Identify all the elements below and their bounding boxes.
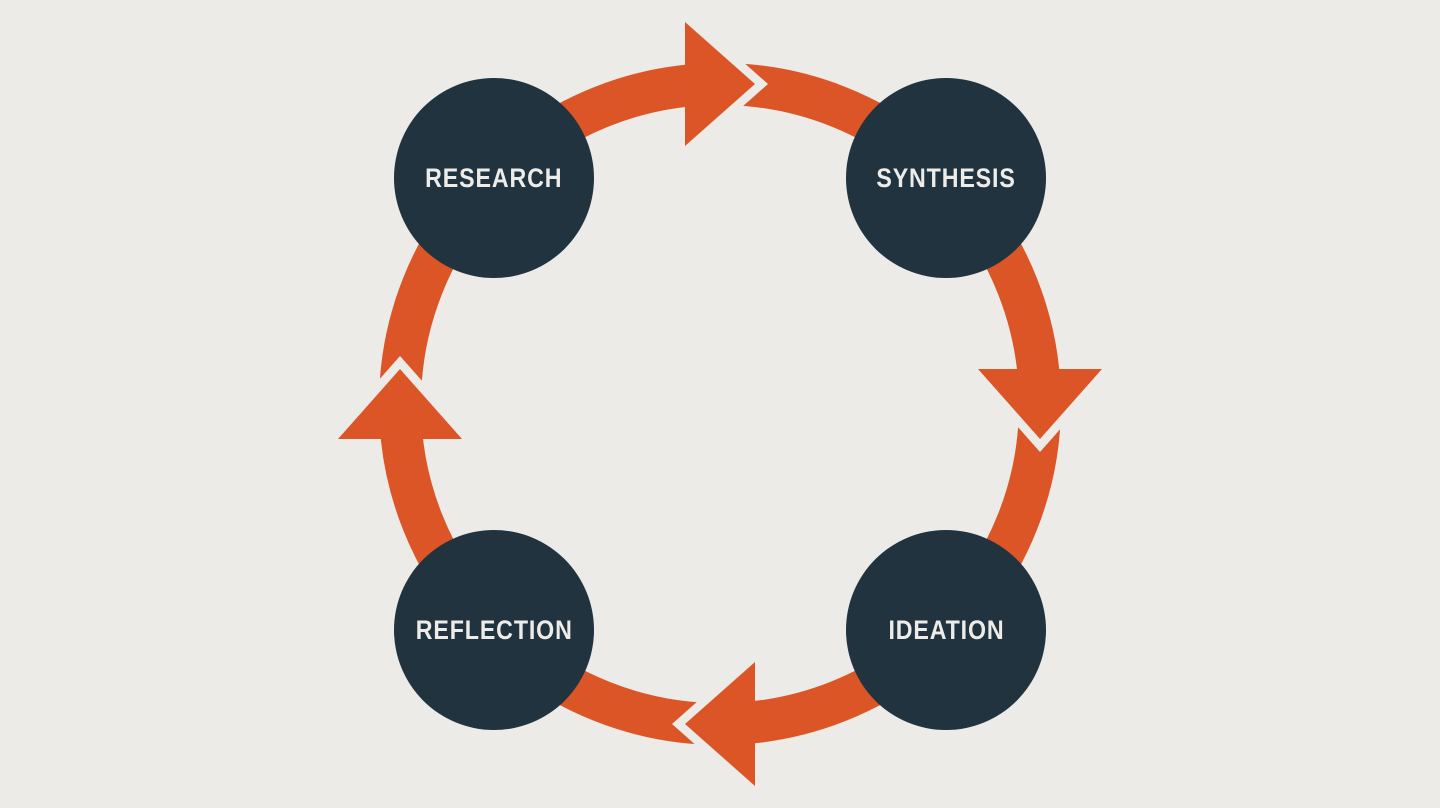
flow-arrow-top <box>685 22 768 146</box>
arrowhead-left-icon <box>685 662 755 786</box>
node-circle-ideation <box>846 530 1046 730</box>
node-circle-research <box>394 78 594 278</box>
node-circle-synthesis <box>846 78 1046 278</box>
flow-arrow-bottom <box>672 662 755 786</box>
flow-arrow-left <box>338 356 462 439</box>
arrowhead-down-icon <box>978 369 1102 439</box>
flow-arrow-right <box>978 369 1102 452</box>
arrowhead-up-icon <box>338 369 462 439</box>
arrowhead-right-icon <box>685 22 755 146</box>
node-circle-reflection <box>394 530 594 730</box>
